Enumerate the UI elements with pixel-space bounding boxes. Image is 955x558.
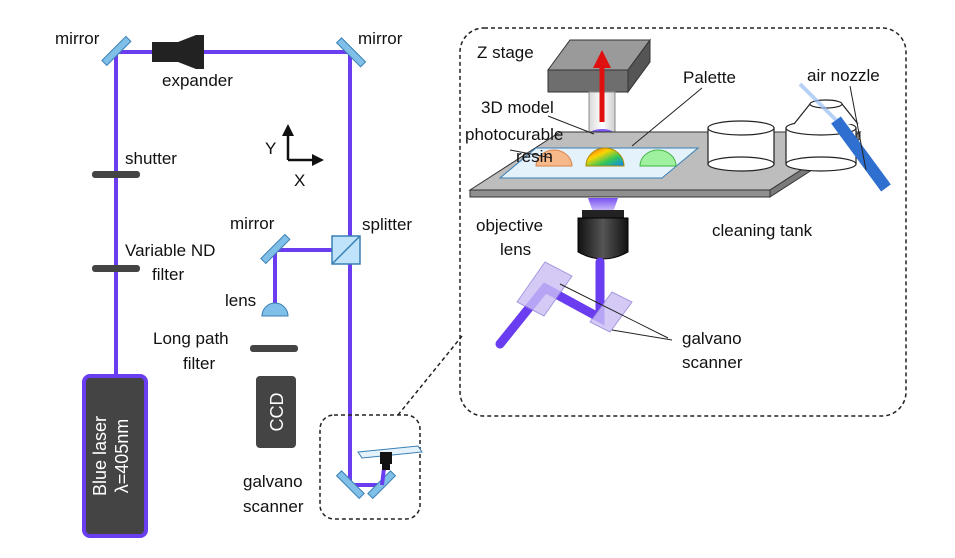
blue-laser-label: Blue laser <box>90 416 110 496</box>
photocurable-label: photocurable <box>465 125 563 144</box>
galvano-beam-large <box>495 257 605 349</box>
resin-dome-rainbow <box>585 147 625 167</box>
galvano-pointer-2 <box>611 329 673 341</box>
nd-filter-label: Variable ND <box>125 241 215 260</box>
galvano-right-label-line2: scanner <box>682 353 743 372</box>
palette-pointer <box>631 87 703 147</box>
blue-laser-body <box>82 374 148 538</box>
z-stage-label: Z stage <box>477 43 534 62</box>
expander-label: expander <box>162 71 233 90</box>
blue-laser-wavelength: λ=405nm <box>112 419 132 494</box>
zoom-connector <box>397 335 463 416</box>
model-3d-label: 3D model <box>481 98 554 117</box>
objective-label-line2: lens <box>500 240 531 259</box>
objective-lens <box>577 210 629 260</box>
air-nozzle <box>798 82 891 192</box>
mirror-top-right-label: mirror <box>358 29 403 48</box>
beam-expander <box>152 35 204 69</box>
galvano-left-label: galvano <box>243 472 303 491</box>
lens-label: lens <box>225 291 256 310</box>
mirror-top-left <box>101 35 132 67</box>
palette-label: Palette <box>683 68 736 87</box>
beam-splitter <box>331 235 361 265</box>
ccd-label: CCD <box>267 393 287 432</box>
zoom-panel-border <box>459 27 907 417</box>
shutter-label: shutter <box>125 149 177 168</box>
long-path-filter-label: Long path <box>153 329 229 348</box>
inset-mini <box>319 414 423 520</box>
axis-indicator <box>282 124 324 166</box>
lens-shape <box>261 302 289 317</box>
long-path-filter-plate <box>250 345 298 352</box>
mirror-top-left-label: mirror <box>55 29 100 48</box>
galvano-pointer-1 <box>559 283 669 339</box>
mirror-mid <box>260 233 291 265</box>
z-up-arrow <box>593 50 611 122</box>
galvano-mirror-large-1 <box>516 261 573 317</box>
mirror-top-right <box>335 37 367 68</box>
air-nozzle-pointer <box>849 85 867 171</box>
galvano-left-label-line2: scanner <box>243 497 304 516</box>
galvano-mirror-large-2 <box>589 291 633 333</box>
ccd-camera <box>256 376 296 448</box>
cleaning-tank-2 <box>785 99 859 172</box>
resin-dome-green <box>639 149 677 167</box>
photocurable-pointer <box>509 149 553 159</box>
galvano-right-label: galvano <box>682 329 742 348</box>
nd-filter-plate <box>92 265 140 272</box>
axis-x-label: X <box>294 171 305 190</box>
splitter-label: splitter <box>362 215 412 234</box>
galvano-mirror-left-1 <box>335 470 365 500</box>
nd-filter-label-line2: filter <box>152 265 184 284</box>
long-path-filter-label-line2: filter <box>183 354 215 373</box>
z-stage <box>547 38 651 94</box>
shutter-plate <box>92 171 140 178</box>
photocurable-label-line2: resin <box>516 147 553 166</box>
cleaning-tank-label: cleaning tank <box>712 221 813 240</box>
mirror-mid-label: mirror <box>230 214 275 233</box>
model-3d-pointer <box>547 115 595 135</box>
axis-y-label: Y <box>265 139 276 158</box>
cleaning-tank-1 <box>707 120 775 172</box>
air-nozzle-label: air nozzle <box>807 66 880 85</box>
resin-dome-orange <box>535 149 573 167</box>
objective-label: objective <box>476 216 543 235</box>
blue-laser: Blue laser λ=405nm <box>82 374 148 538</box>
